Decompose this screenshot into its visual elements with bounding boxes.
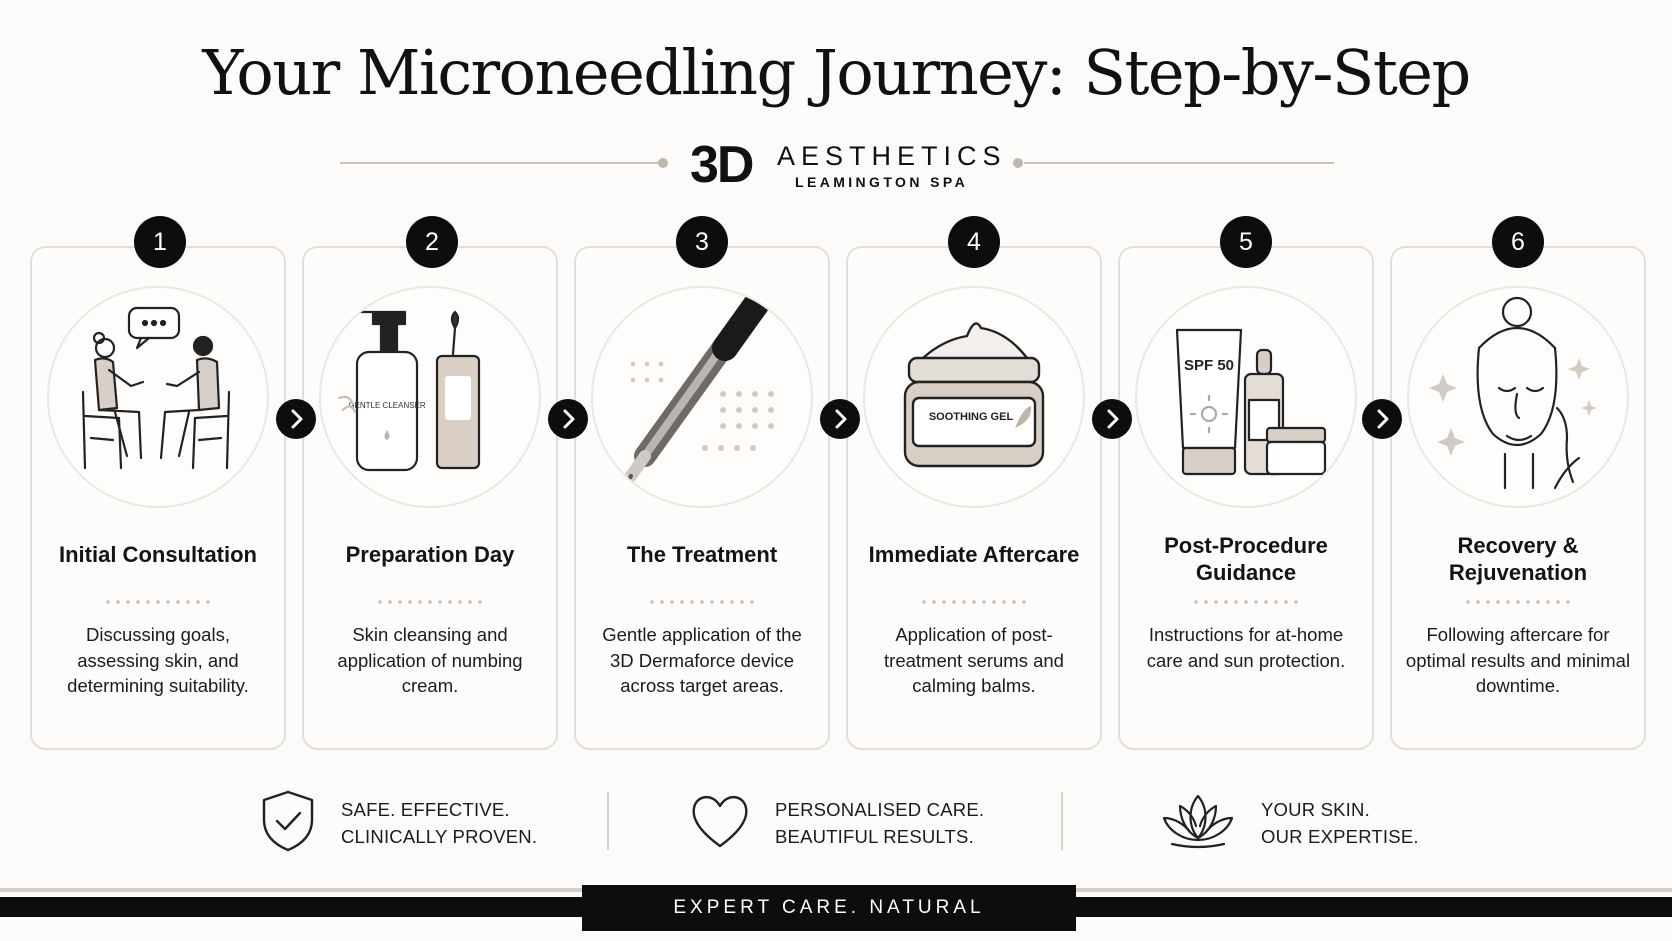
- step-description: Gentle application of the 3D Dermaforce …: [602, 624, 802, 696]
- feature-divider: [1061, 792, 1063, 850]
- glowing-face-icon: [1407, 286, 1629, 508]
- step-description: Discussing goals, assessing skin, and de…: [67, 624, 249, 696]
- brand-logo-mark: 3D: [690, 136, 755, 194]
- product-label: GENTLE CLEANSER: [348, 401, 426, 410]
- brand-divider-right: [1024, 162, 1334, 164]
- chevron-right-icon: [1362, 399, 1402, 439]
- consultation-icon: [47, 286, 269, 508]
- step-title: Post-Procedure Guidance: [1164, 533, 1328, 585]
- shield-check-icon: [258, 788, 318, 854]
- step-number-badge: 1: [134, 216, 186, 268]
- heart-icon: [690, 788, 750, 854]
- step-title: Immediate Aftercare: [868, 542, 1080, 567]
- product-label: SPF 50: [1184, 357, 1234, 374]
- lotus-icon: [1158, 788, 1238, 854]
- chevron-right-icon: [276, 399, 316, 439]
- brand-divider-dot: [658, 158, 668, 168]
- step-description: Instructions for at-home care and sun pr…: [1146, 624, 1346, 671]
- microneedling-pen-icon: [591, 286, 813, 508]
- chevron-right-icon: [548, 399, 588, 439]
- step-number-badge: 4: [948, 216, 1000, 268]
- chevron-right-icon: [1092, 399, 1132, 439]
- step-number-badge: 3: [676, 216, 728, 268]
- gel-jar-icon: SOOTHING GEL: [863, 286, 1085, 508]
- step-title: The Treatment: [626, 542, 778, 567]
- brand-divider-left: [340, 162, 660, 164]
- step-title: Preparation Day: [345, 542, 515, 567]
- step-description: Following aftercare for optimal results …: [1405, 624, 1631, 696]
- dotted-divider: [1463, 600, 1573, 604]
- dotted-divider: [103, 600, 213, 604]
- sunscreen-serum-icon: SPF 50: [1135, 286, 1357, 508]
- tagline: EXPERT CARE. NATURAL CONFIDENCE.: [582, 885, 1076, 931]
- feature-personalised-care: PERSONALISED CARE. BEAUTIFUL RESULTS.: [775, 799, 985, 847]
- step-description: Skin cleansing and application of numbin…: [337, 624, 523, 696]
- product-label: SOOTHING GEL: [929, 411, 1014, 423]
- step-number-badge: 5: [1220, 216, 1272, 268]
- chevron-right-icon: [820, 399, 860, 439]
- brand-divider-dot: [1013, 158, 1023, 168]
- step-number-badge: 6: [1492, 216, 1544, 268]
- feature-divider: [607, 792, 609, 850]
- step-number-badge: 2: [406, 216, 458, 268]
- dotted-divider: [647, 600, 757, 604]
- feature-safe-effective: SAFE. EFFECTIVE. CLINICALLY PROVEN.: [341, 799, 538, 847]
- cleanser-bottle-icon: GENTLE CLEANSER: [319, 286, 541, 508]
- page-title: Your Microneedling Journey: Step-by-Step: [202, 36, 1471, 109]
- step-title: Recovery & Rejuvenation: [1448, 533, 1588, 585]
- step-description: Application of post-treatment serums and…: [884, 624, 1064, 696]
- dotted-divider: [919, 600, 1029, 604]
- brand-name: AESTHETICS: [777, 141, 1007, 171]
- brand-location: LEAMINGTON SPA: [795, 174, 969, 190]
- feature-your-skin: YOUR SKIN. OUR EXPERTISE.: [1261, 799, 1419, 847]
- step-title: Initial Consultation: [59, 542, 257, 567]
- dotted-divider: [375, 600, 485, 604]
- dotted-divider: [1191, 600, 1301, 604]
